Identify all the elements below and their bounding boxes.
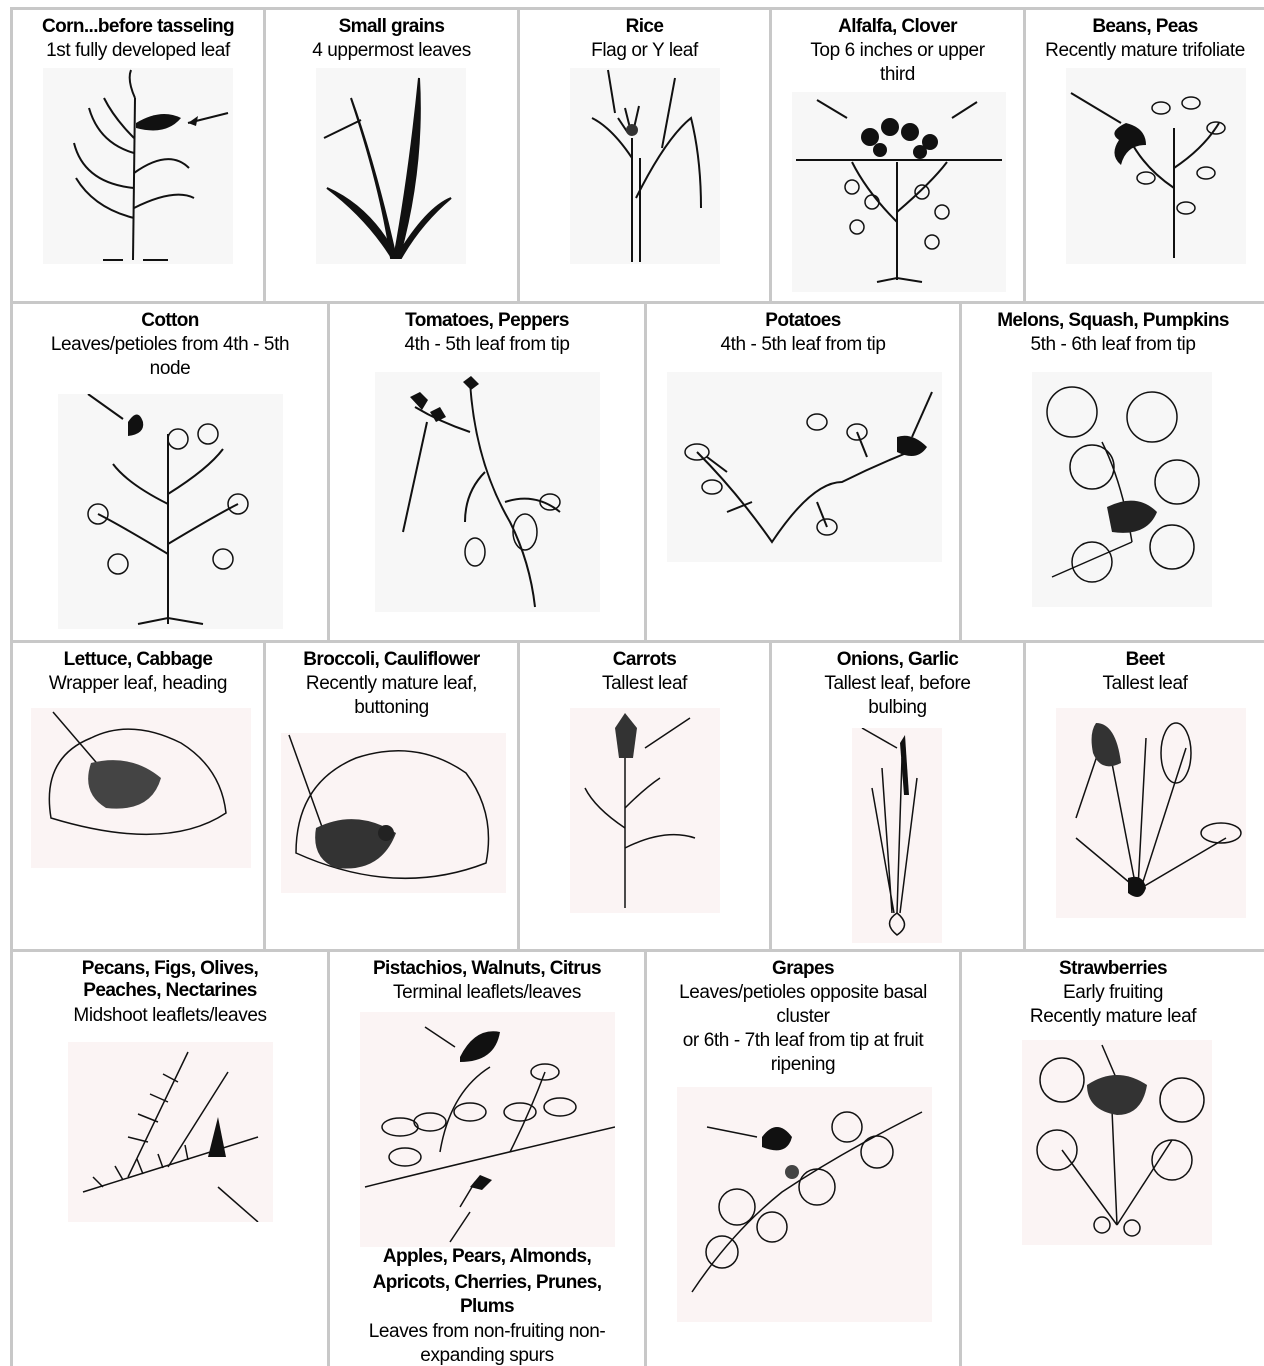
crop-title: Small grains xyxy=(266,15,517,39)
bean-plant-icon xyxy=(1066,68,1246,264)
pecan-branch-icon xyxy=(68,1042,273,1222)
crop-title: Tomatoes, Peppers xyxy=(330,309,644,333)
crop-part: ripening xyxy=(647,1053,959,1077)
crop-title: Strawberries xyxy=(962,957,1264,981)
crop-part: Terminal leaflets/leaves xyxy=(330,981,644,1005)
cell-alfalfa: Alfalfa, Clover Top 6 inches or upper th… xyxy=(769,10,1023,304)
row-3: Lettuce, Cabbage Wrapper leaf, heading B… xyxy=(10,640,1264,952)
crop-title: Pistachios, Walnuts, Citrus xyxy=(330,957,644,981)
crop-title: Rice xyxy=(520,15,769,39)
crop-part: 4th - 5th leaf from tip xyxy=(330,333,644,357)
alfalfa-plant-icon xyxy=(792,92,1006,292)
beet-plant-icon xyxy=(1056,708,1246,918)
crop-title: Alfalfa, Clover xyxy=(772,15,1023,39)
cell-rice: Rice Flag or Y leaf xyxy=(517,10,769,304)
crop-title: Corn...before tasseling xyxy=(13,15,263,39)
cell-grapes: Grapes Leaves/petioles opposite basal cl… xyxy=(644,952,959,1366)
crop-title: Melons, Squash, Pumpkins xyxy=(962,309,1264,333)
strawberry-plant-icon xyxy=(1022,1040,1212,1245)
cell-beet: Beet Tallest leaf xyxy=(1023,643,1264,952)
row-1: Corn...before tasseling 1st fully develo… xyxy=(10,7,1264,304)
crop-part: third xyxy=(772,63,1023,87)
crop-part: Flag or Y leaf xyxy=(520,39,769,63)
carrot-plant-icon xyxy=(570,708,720,913)
crop-part: Leaves/petioles opposite basal xyxy=(647,981,959,1005)
crop-part: Tallest leaf xyxy=(520,672,769,696)
crop-title: Carrots xyxy=(520,648,769,672)
cell-onions: Onions, Garlic Tallest leaf, before bulb… xyxy=(769,643,1023,952)
cell-carrots: Carrots Tallest leaf xyxy=(517,643,769,952)
crop-part: bulbing xyxy=(772,696,1023,720)
crop-part: Midshoot leaflets/leaves xyxy=(13,1004,327,1028)
cell-melons: Melons, Squash, Pumpkins 5th - 6th leaf … xyxy=(959,304,1264,643)
crop-part: Top 6 inches or upper xyxy=(772,39,1023,63)
cotton-plant-icon xyxy=(58,394,283,629)
crop-title: Grapes xyxy=(647,957,959,981)
crop-part: 5th - 6th leaf from tip xyxy=(962,333,1264,357)
cell-cotton: Cotton Leaves/petioles from 4th - 5th no… xyxy=(10,304,327,643)
corn-plant-icon xyxy=(43,68,233,264)
row-2: Cotton Leaves/petioles from 4th - 5th no… xyxy=(10,301,1264,643)
small-grain-plant-icon xyxy=(316,68,466,264)
crop-part: cluster xyxy=(647,1005,959,1029)
crop-part: or 6th - 7th leaf from tip at fruit xyxy=(647,1029,959,1053)
crop-part: buttoning xyxy=(266,696,517,720)
cell-lettuce: Lettuce, Cabbage Wrapper leaf, heading xyxy=(10,643,263,952)
crop-part: Recently mature leaf xyxy=(962,1005,1264,1029)
crop-part: node xyxy=(13,357,327,381)
crop-title: Cotton xyxy=(13,309,327,333)
stone-fruit-note: Apples, Pears, Almonds, Apricots, Cherri… xyxy=(330,1244,644,1366)
cell-beans: Beans, Peas Recently mature trifoliate xyxy=(1023,10,1264,304)
stone-fruit-title: Apricots, Cherries, Prunes, xyxy=(330,1270,644,1296)
cell-corn: Corn...before tasseling 1st fully develo… xyxy=(10,10,263,304)
cell-strawberries: Strawberries Early fruiting Recently mat… xyxy=(959,952,1264,1366)
crop-part: Tallest leaf xyxy=(1026,672,1264,696)
onion-plant-icon xyxy=(852,728,942,943)
crop-title: Broccoli, Cauliflower xyxy=(266,648,517,672)
crop-title: Onions, Garlic xyxy=(772,648,1023,672)
cell-pistachios: Pistachios, Walnuts, Citrus Terminal lea… xyxy=(327,952,644,1366)
row-4: Pecans, Figs, Olives, Peaches, Nectarine… xyxy=(10,949,1264,1366)
plant-sampling-chart: Corn...before tasseling 1st fully develo… xyxy=(10,7,1264,1363)
stone-fruit-part: Leaves from non-fruiting non- xyxy=(330,1320,644,1344)
lettuce-head-icon xyxy=(31,708,251,868)
cell-small-grains: Small grains 4 uppermost leaves xyxy=(263,10,517,304)
crop-part: Recently mature trifoliate xyxy=(1026,39,1264,63)
crop-title: Beet xyxy=(1026,648,1264,672)
tomato-plant-icon xyxy=(375,372,600,612)
crop-part: 4 uppermost leaves xyxy=(266,39,517,63)
crop-part: 1st fully developed leaf xyxy=(13,39,263,63)
crop-part: Early fruiting xyxy=(962,981,1264,1005)
crop-part: Wrapper leaf, heading xyxy=(13,672,263,696)
crop-title: Beans, Peas xyxy=(1026,15,1264,39)
melon-vine-icon xyxy=(1032,372,1212,607)
crop-part: 4th - 5th leaf from tip xyxy=(647,333,959,357)
cell-pecans: Pecans, Figs, Olives, Peaches, Nectarine… xyxy=(10,952,327,1366)
cell-potatoes: Potatoes 4th - 5th leaf from tip xyxy=(644,304,959,643)
cell-tomatoes: Tomatoes, Peppers 4th - 5th leaf from ti… xyxy=(327,304,644,643)
crop-part: Tallest leaf, before xyxy=(772,672,1023,696)
cell-broccoli: Broccoli, Cauliflower Recently mature le… xyxy=(263,643,517,952)
broccoli-plant-icon xyxy=(281,733,506,893)
walnut-branch-icon xyxy=(360,1012,615,1247)
crop-title-2: Peaches, Nectarines xyxy=(13,978,327,1004)
crop-title: Potatoes xyxy=(647,309,959,333)
stone-fruit-title: Apples, Pears, Almonds, xyxy=(330,1244,644,1270)
stone-fruit-title: Plums xyxy=(330,1294,644,1320)
rice-plant-icon xyxy=(570,68,720,264)
grape-vine-icon xyxy=(677,1087,932,1322)
crop-part: Recently mature leaf, xyxy=(266,672,517,696)
crop-title: Lettuce, Cabbage xyxy=(13,648,263,672)
crop-part: Leaves/petioles from 4th - 5th xyxy=(13,333,327,357)
potato-plant-icon xyxy=(667,372,942,562)
